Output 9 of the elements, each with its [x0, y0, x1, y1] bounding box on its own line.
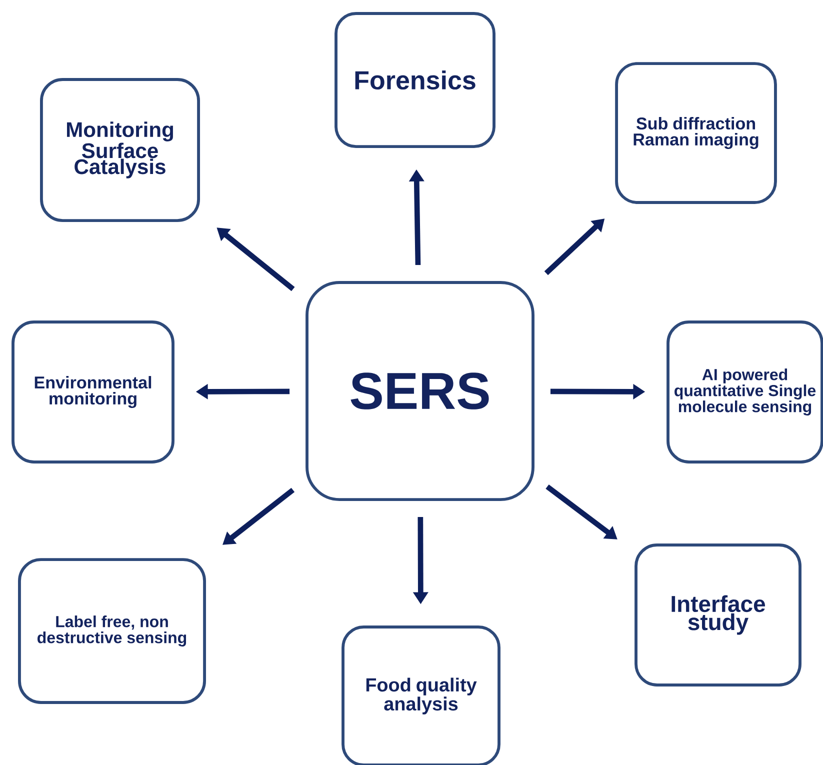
topic-box: Monitoring Surface Catalysis: [40, 78, 200, 222]
center-box: SERS: [306, 281, 534, 501]
topic-box: Sub diffraction Raman imaging: [615, 62, 777, 204]
topic-box: Forensics: [334, 12, 496, 148]
topic-box: Interface study: [634, 544, 802, 686]
topic-box: Label free, non destructive sensing: [18, 558, 206, 704]
topic-box: Food quality analysis: [342, 626, 500, 765]
topic-box: Environmental monitoring: [12, 320, 174, 464]
topic-box: AI powered quantitative Single molecule sensing: [666, 320, 823, 464]
